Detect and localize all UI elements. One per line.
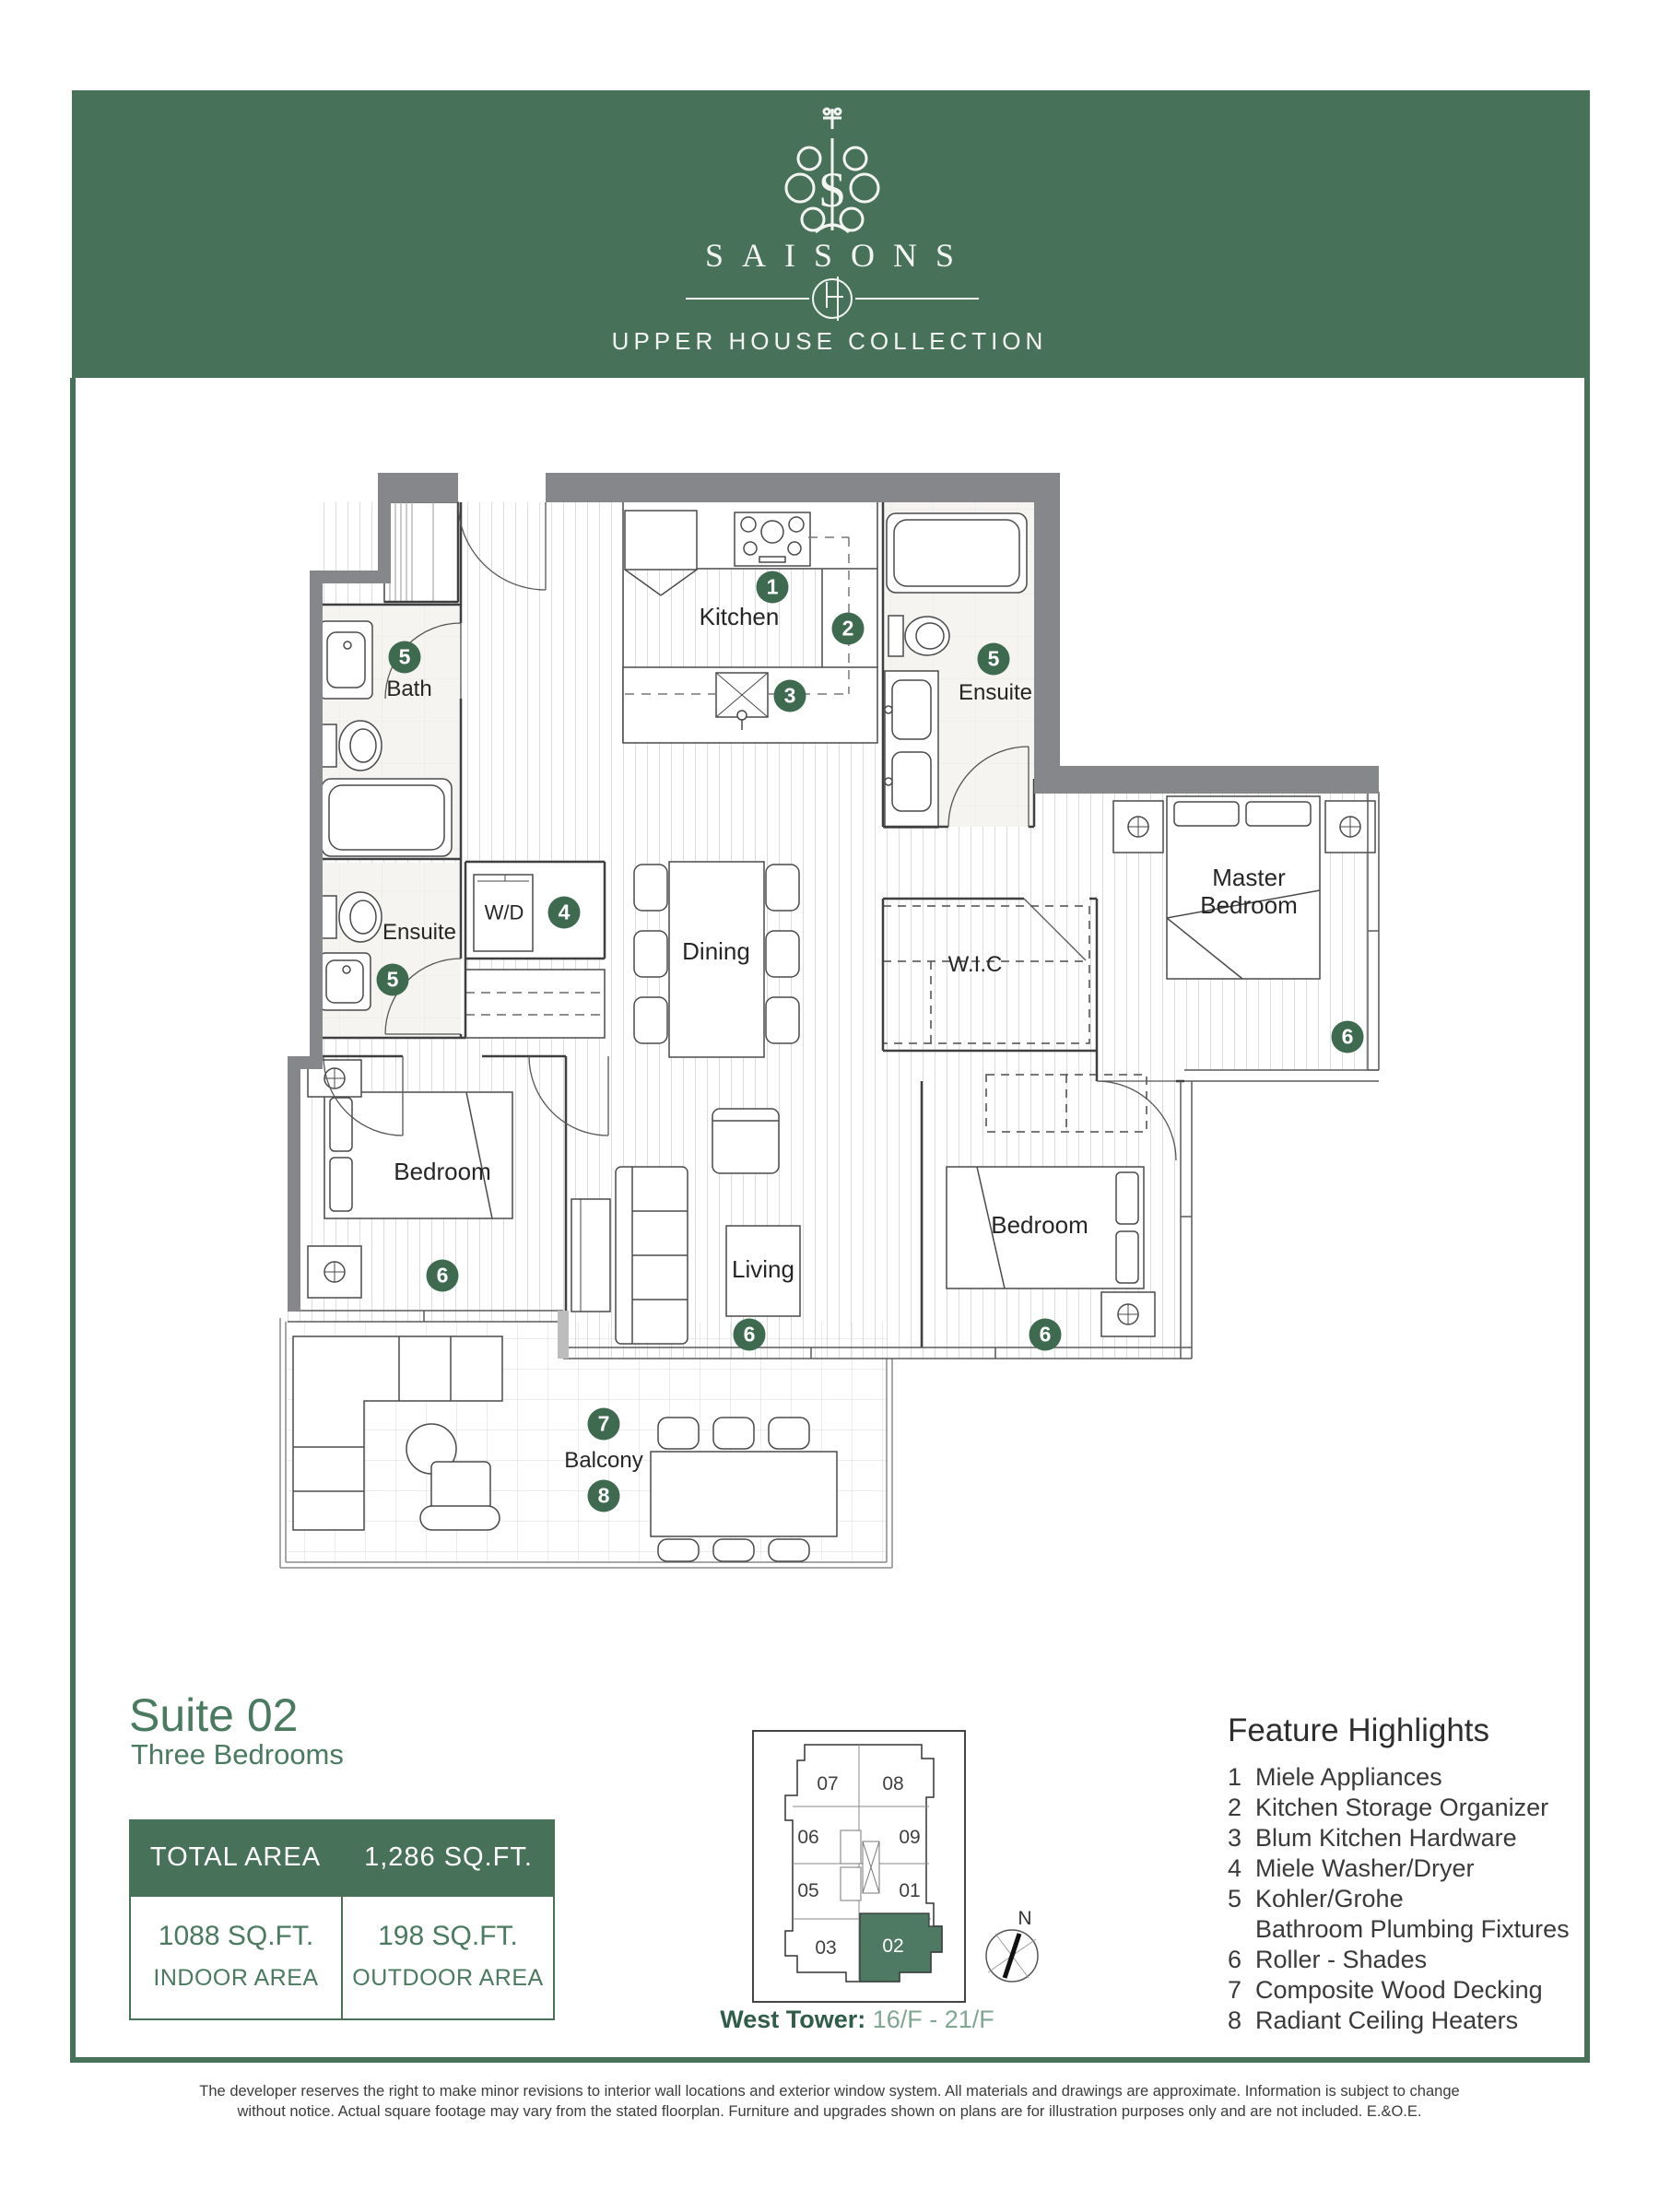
frame-border-bottom	[70, 2057, 1590, 2063]
feature-item-4: 4 Miele Washer/Dryer	[1228, 1853, 1587, 1884]
feature-item-text: Composite Wood Decking	[1255, 1976, 1543, 2004]
room-label-balcony: Balcony	[564, 1448, 643, 1474]
feature-item-number: 3	[1228, 1824, 1242, 1852]
features-list: 1 Miele Appliances 2 Kitchen Storage Organi…	[1228, 1762, 1587, 2036]
svg-text:S: S	[818, 162, 846, 218]
feature-item-number: 2	[1228, 1794, 1242, 1821]
keyplan-caption: West Tower: 16/F - 21/F	[682, 2006, 1032, 2034]
outdoor-area-value: 198 SQ.FT.	[378, 1921, 518, 1951]
doors	[323, 501, 1177, 1161]
keyplan-unit-06: 06	[797, 1827, 819, 1848]
room-label-ensuite-left: Ensuite	[382, 920, 457, 946]
feature-item-text: Kitchen Storage Organizer	[1255, 1794, 1549, 1821]
keyplan	[752, 1730, 966, 2003]
feature-item-number: 5	[1228, 1885, 1242, 1912]
foyer-closet	[383, 501, 459, 603]
keyplan-unit-02: 02	[882, 1936, 904, 1957]
feature-marker-5-5: 5	[977, 642, 1010, 676]
outdoor-area-label: OUTDOOR AREA	[352, 1965, 544, 1991]
feature-item-text: Blum Kitchen Hardware	[1255, 1824, 1517, 1852]
keyplan-unit-01: 01	[899, 1880, 921, 1901]
keyplan-unit-07: 07	[817, 1773, 839, 1794]
feature-item-6: 6 Roller - Shades	[1228, 1945, 1587, 1975]
brand-name: SAISONS	[704, 237, 973, 274]
feature-item-7: 7 Composite Wood Decking	[1228, 1975, 1587, 2006]
laundry-closet	[465, 862, 606, 1039]
feature-item-3: 3 Blum Kitchen Hardware	[1228, 1823, 1587, 1853]
feature-marker-8-12: 8	[587, 1479, 620, 1512]
keyplan-unit-08: 08	[882, 1773, 904, 1794]
feature-item-8: 8 Radiant Ceiling Heaters	[1228, 2006, 1587, 2036]
keyplan-unit-05: 05	[797, 1880, 819, 1901]
disclaimer: The developer reserves the right to make…	[184, 2081, 1475, 2122]
exterior-walls	[288, 473, 1379, 1311]
feature-marker-6-8: 6	[426, 1259, 459, 1292]
indoor-area-cell: 1088 SQ.FT. INDOOR AREA	[131, 1897, 343, 2018]
feature-marker-6-10: 6	[1029, 1318, 1062, 1351]
room-label-kitchen: Kitchen	[699, 603, 780, 631]
windows	[288, 791, 1380, 1359]
compass-north-label: N	[1018, 1908, 1032, 1929]
outdoor-area-cell: 198 SQ.FT. OUTDOOR AREA	[343, 1897, 553, 2018]
collection-name: UPPER HOUSE COLLECTION	[611, 327, 1048, 355]
feature-item-text: Radiant Ceiling Heaters	[1255, 2006, 1519, 2034]
feature-item-number: 1	[1228, 1763, 1242, 1791]
feature-marker-3-2: 3	[773, 679, 806, 712]
area-table-header: TOTAL AREA 1,286 SQ.FT.	[129, 1819, 555, 1895]
indoor-area-label: INDOOR AREA	[153, 1965, 319, 1991]
frame-border-right	[1584, 378, 1590, 2063]
feature-item-text: Miele Washer/Dryer	[1255, 1854, 1475, 1882]
indoor-floor	[288, 502, 1379, 1359]
room-label-washer-dryer: W/D	[484, 900, 524, 924]
room-label-bath: Bath	[386, 677, 432, 702]
room-label-ensuite-right: Ensuite	[958, 680, 1033, 706]
feature-marker-6-7: 6	[1331, 1020, 1364, 1053]
total-area-value: 1,286 SQ.FT.	[364, 1841, 533, 1872]
keyplan-caption-bold: West Tower:	[720, 2006, 866, 2033]
room-label-bedroom-left: Bedroom	[394, 1158, 491, 1186]
counter-dashed-lines	[625, 536, 850, 695]
compass-icon	[985, 1929, 1039, 1983]
area-table-body: 1088 SQ.FT. INDOOR AREA 198 SQ.FT. OUTDO…	[129, 1895, 555, 2020]
suite-title: Suite 02	[129, 1689, 299, 1741]
furniture	[292, 510, 1376, 1562]
area-table: TOTAL AREA 1,286 SQ.FT. 1088 SQ.FT. INDO…	[129, 1819, 555, 2020]
disclaimer-line2: without notice. Actual square footage ma…	[237, 2103, 1422, 2120]
feature-item-1: 1 Miele Appliances	[1228, 1762, 1587, 1793]
feature-item-text: Roller - Shades	[1255, 1946, 1428, 1973]
header-divider	[686, 276, 979, 321]
feature-marker-7-11: 7	[587, 1407, 620, 1441]
feature-marker-2-1: 2	[831, 612, 865, 645]
feature-marker-5-4: 5	[388, 641, 421, 674]
suite-subtitle: Three Bedrooms	[131, 1738, 344, 1771]
feature-item-number: 7	[1228, 1976, 1242, 2004]
keyplan-unit-03: 03	[815, 1937, 837, 1959]
feature-marker-1-0: 1	[756, 571, 789, 604]
features-title: Feature Highlights	[1228, 1712, 1490, 1748]
feature-item-2: 2 Kitchen Storage Organizer	[1228, 1793, 1587, 1823]
feature-item-number: 4	[1228, 1854, 1242, 1882]
room-label-master-bedroom: Master Bedroom	[1200, 864, 1298, 919]
feature-marker-5-6: 5	[376, 963, 409, 996]
disclaimer-line1: The developer reserves the right to make…	[199, 2083, 1460, 2100]
total-area-label: TOTAL AREA	[149, 1841, 322, 1872]
keyplan-unit-09: 09	[899, 1827, 921, 1848]
feature-item-number: 6	[1228, 1946, 1242, 1973]
keyplan-caption-rest: 16/F - 21/F	[865, 2006, 994, 2033]
feature-marker-6-9: 6	[733, 1318, 766, 1351]
saisons-logo-tree-icon: S	[784, 107, 880, 234]
room-label-wic: W.I.C	[947, 952, 1003, 978]
room-label-dining: Dining	[682, 937, 750, 966]
feature-item-number: 8	[1228, 2006, 1242, 2034]
feature-item-text: Miele Appliances	[1255, 1763, 1442, 1791]
interior-walls	[310, 502, 1184, 1347]
room-label-bedroom-right: Bedroom	[991, 1211, 1088, 1240]
indoor-area-value: 1088 SQ.FT.	[158, 1921, 314, 1951]
frame-border-left	[70, 378, 76, 2063]
feature-marker-4-3: 4	[547, 896, 581, 929]
room-label-living: Living	[732, 1255, 794, 1284]
